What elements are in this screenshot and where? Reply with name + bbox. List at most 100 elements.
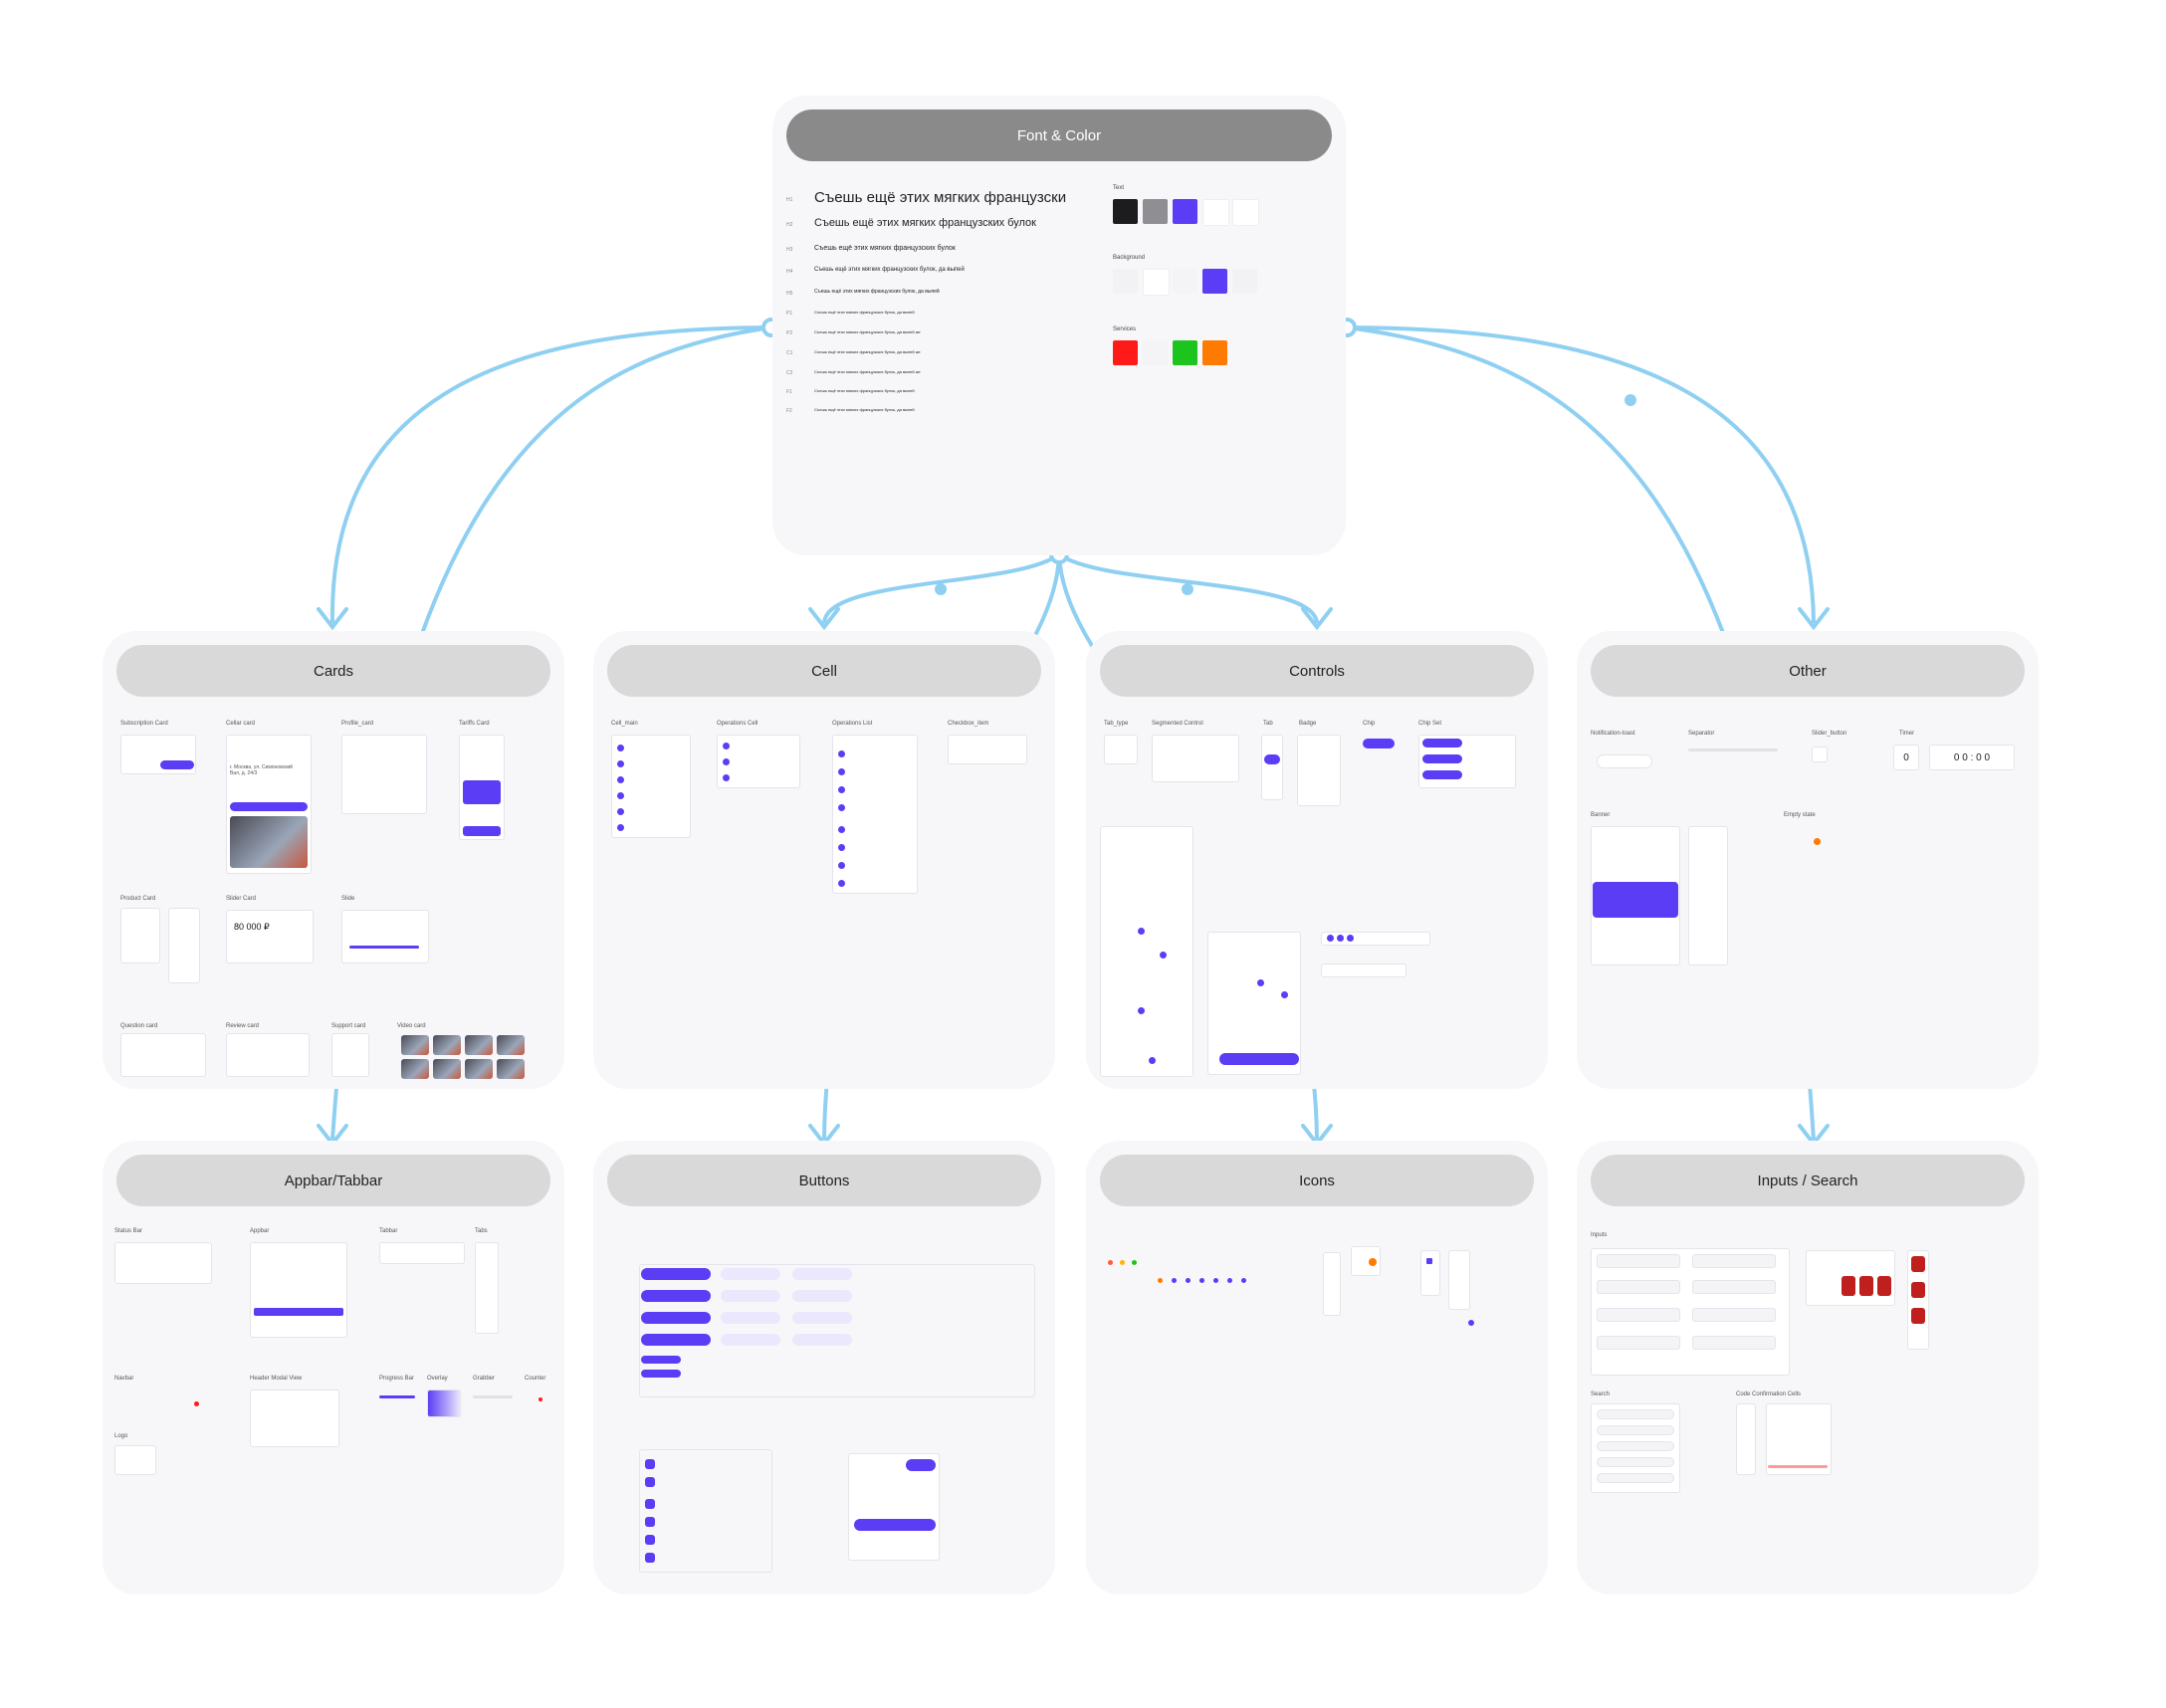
tabs[interactable] [475, 1242, 499, 1334]
text-input[interactable] [1597, 1280, 1680, 1294]
calendar-selected-day[interactable] [1257, 979, 1264, 986]
secondary-button[interactable] [721, 1312, 780, 1324]
component-label: Chip [1363, 721, 1376, 727]
calendar-apply-button[interactable] [1219, 1053, 1299, 1065]
tertiary-button[interactable] [792, 1290, 852, 1302]
timer-left: 0 [1893, 745, 1919, 770]
search-input[interactable] [1597, 1441, 1674, 1451]
radio-icon[interactable] [1468, 1320, 1474, 1326]
checkbox-item[interactable] [948, 735, 1027, 764]
primary-button[interactable] [641, 1334, 711, 1346]
segmented-control[interactable] [1152, 735, 1239, 782]
search-input[interactable] [1597, 1473, 1674, 1483]
tariff-button[interactable] [463, 780, 501, 804]
checkbox-group[interactable] [1420, 1250, 1440, 1296]
secondary-button[interactable] [721, 1334, 780, 1346]
calendar-range[interactable] [1207, 932, 1301, 1075]
appbar-selection[interactable] [254, 1308, 343, 1316]
icon-button[interactable] [645, 1517, 655, 1527]
panel-controls: Controls Tab_type Segmented Control Tab … [1086, 631, 1548, 1089]
primary-button[interactable] [641, 1312, 711, 1324]
icon-button[interactable] [645, 1499, 655, 1509]
review-card [226, 1033, 310, 1077]
calendar[interactable] [1100, 826, 1193, 1077]
text-input[interactable] [1597, 1308, 1680, 1322]
tertiary-button[interactable] [792, 1334, 852, 1346]
pagination-dot[interactable] [1337, 935, 1344, 942]
type-sample: Съешь ещё этих мягких французских булок,… [814, 289, 940, 295]
component-label: Subscription Card [120, 721, 168, 727]
primary-button[interactable] [854, 1519, 936, 1531]
icon-button[interactable] [645, 1477, 655, 1487]
cell-icon [617, 776, 624, 783]
icon-button[interactable] [645, 1459, 655, 1469]
chip[interactable] [1363, 739, 1395, 748]
calendar-selected-day[interactable] [1281, 991, 1288, 998]
search-input[interactable] [1597, 1457, 1674, 1467]
component-label: Product Card [120, 896, 156, 902]
calendar-selected-day[interactable] [1138, 1007, 1145, 1014]
text-input[interactable] [1692, 1254, 1776, 1268]
tabbar[interactable] [379, 1242, 465, 1264]
slide-track[interactable] [349, 946, 419, 949]
tertiary-button[interactable] [792, 1312, 852, 1324]
calendar-selected-day[interactable] [1138, 928, 1145, 935]
icon-button[interactable] [645, 1535, 655, 1545]
text-input-error[interactable] [1597, 1336, 1680, 1350]
type-sample: Съешь ещё этих мягких французских булок [814, 245, 956, 252]
color-swatch [1143, 269, 1170, 296]
secondary-button[interactable] [721, 1290, 780, 1302]
cell-icon [838, 786, 845, 793]
primary-button[interactable] [641, 1290, 711, 1302]
type-sample: Съешь ещё этих мягких французски [814, 189, 1067, 206]
search-input[interactable] [1597, 1409, 1674, 1419]
text-input[interactable] [1597, 1254, 1680, 1268]
photo-thumb [1911, 1282, 1925, 1298]
component-label: Banner [1591, 812, 1611, 818]
calendar-selected-day[interactable] [1149, 1057, 1156, 1064]
code-cells[interactable] [1736, 1403, 1756, 1475]
badge [1297, 735, 1341, 806]
component-label: Cellar card [226, 721, 256, 727]
timer-right: 0 0 : 0 0 [1929, 745, 2015, 770]
text-input[interactable] [1692, 1280, 1776, 1294]
code-cells[interactable] [1766, 1403, 1832, 1475]
banner-highlight[interactable] [1593, 882, 1678, 918]
grabber[interactable] [473, 1395, 513, 1398]
toggle-group[interactable] [1448, 1250, 1470, 1310]
secondary-button[interactable] [721, 1268, 780, 1280]
typography-column: H1 Съешь ещё этих мягких французски H2 С… [772, 185, 1101, 514]
slider-button[interactable] [1812, 747, 1828, 762]
chip[interactable] [1422, 739, 1462, 747]
primary-button[interactable] [641, 1268, 711, 1280]
header-modal-view [250, 1389, 339, 1447]
pagination-dot[interactable] [1347, 935, 1354, 942]
primary-button[interactable] [641, 1370, 681, 1378]
calendar-selected-day[interactable] [1160, 952, 1167, 959]
tertiary-button[interactable] [792, 1268, 852, 1280]
chip[interactable] [1422, 754, 1462, 763]
tab-type[interactable] [1104, 735, 1138, 764]
icon-button[interactable] [645, 1553, 655, 1563]
primary-button[interactable] [906, 1459, 936, 1471]
text-input[interactable] [1692, 1308, 1776, 1322]
text-input-error[interactable] [1692, 1336, 1776, 1350]
pagination-dot[interactable] [1327, 935, 1334, 942]
connector-fontcolor-controls [1057, 552, 1319, 624]
pagination[interactable] [1321, 963, 1407, 977]
component-label: Inputs [1591, 1232, 1608, 1238]
cellar-button[interactable] [230, 802, 308, 811]
slider-price: 80 000 ₽ [234, 922, 270, 932]
type-sample: Съешь ещё этих мягких французских булок,… [814, 407, 915, 412]
home-icon [1213, 1278, 1218, 1283]
checkbox-checked[interactable] [1426, 1258, 1432, 1264]
chip[interactable] [1422, 770, 1462, 779]
primary-button[interactable] [641, 1356, 681, 1364]
subscription-button[interactable] [160, 760, 194, 769]
tab-active[interactable] [1264, 754, 1280, 764]
banner-illustrations [1688, 826, 1728, 965]
tab-control[interactable] [1261, 735, 1283, 800]
search-input[interactable] [1597, 1425, 1674, 1435]
video-thumb [497, 1035, 525, 1055]
tariff-button[interactable] [463, 826, 501, 836]
